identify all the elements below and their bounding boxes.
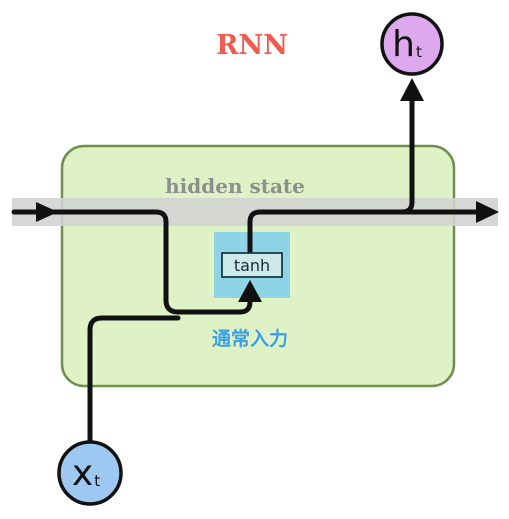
output-arrow: [400, 78, 424, 101]
hidden-state-in-arrow: [36, 202, 58, 222]
tanh-output-line: [247, 95, 415, 255]
output-node: [380, 12, 444, 76]
tanh-box: [221, 252, 283, 278]
input-to-tanh-line: [87, 315, 181, 443]
tanh-label: tanh: [234, 256, 270, 275]
hidden-state-to-tanh-line: [37, 209, 253, 315]
input-node-label: xt: [72, 453, 100, 494]
output-node-label: ht: [392, 24, 422, 65]
input-node: [57, 440, 123, 506]
hidden-state-out-arrow: [476, 201, 499, 223]
tanh-input-arrow: [238, 280, 262, 302]
diagram-title: RNN: [216, 30, 288, 61]
hidden-state-label: hidden state: [165, 174, 305, 198]
input-label: 通常入力: [212, 327, 288, 350]
